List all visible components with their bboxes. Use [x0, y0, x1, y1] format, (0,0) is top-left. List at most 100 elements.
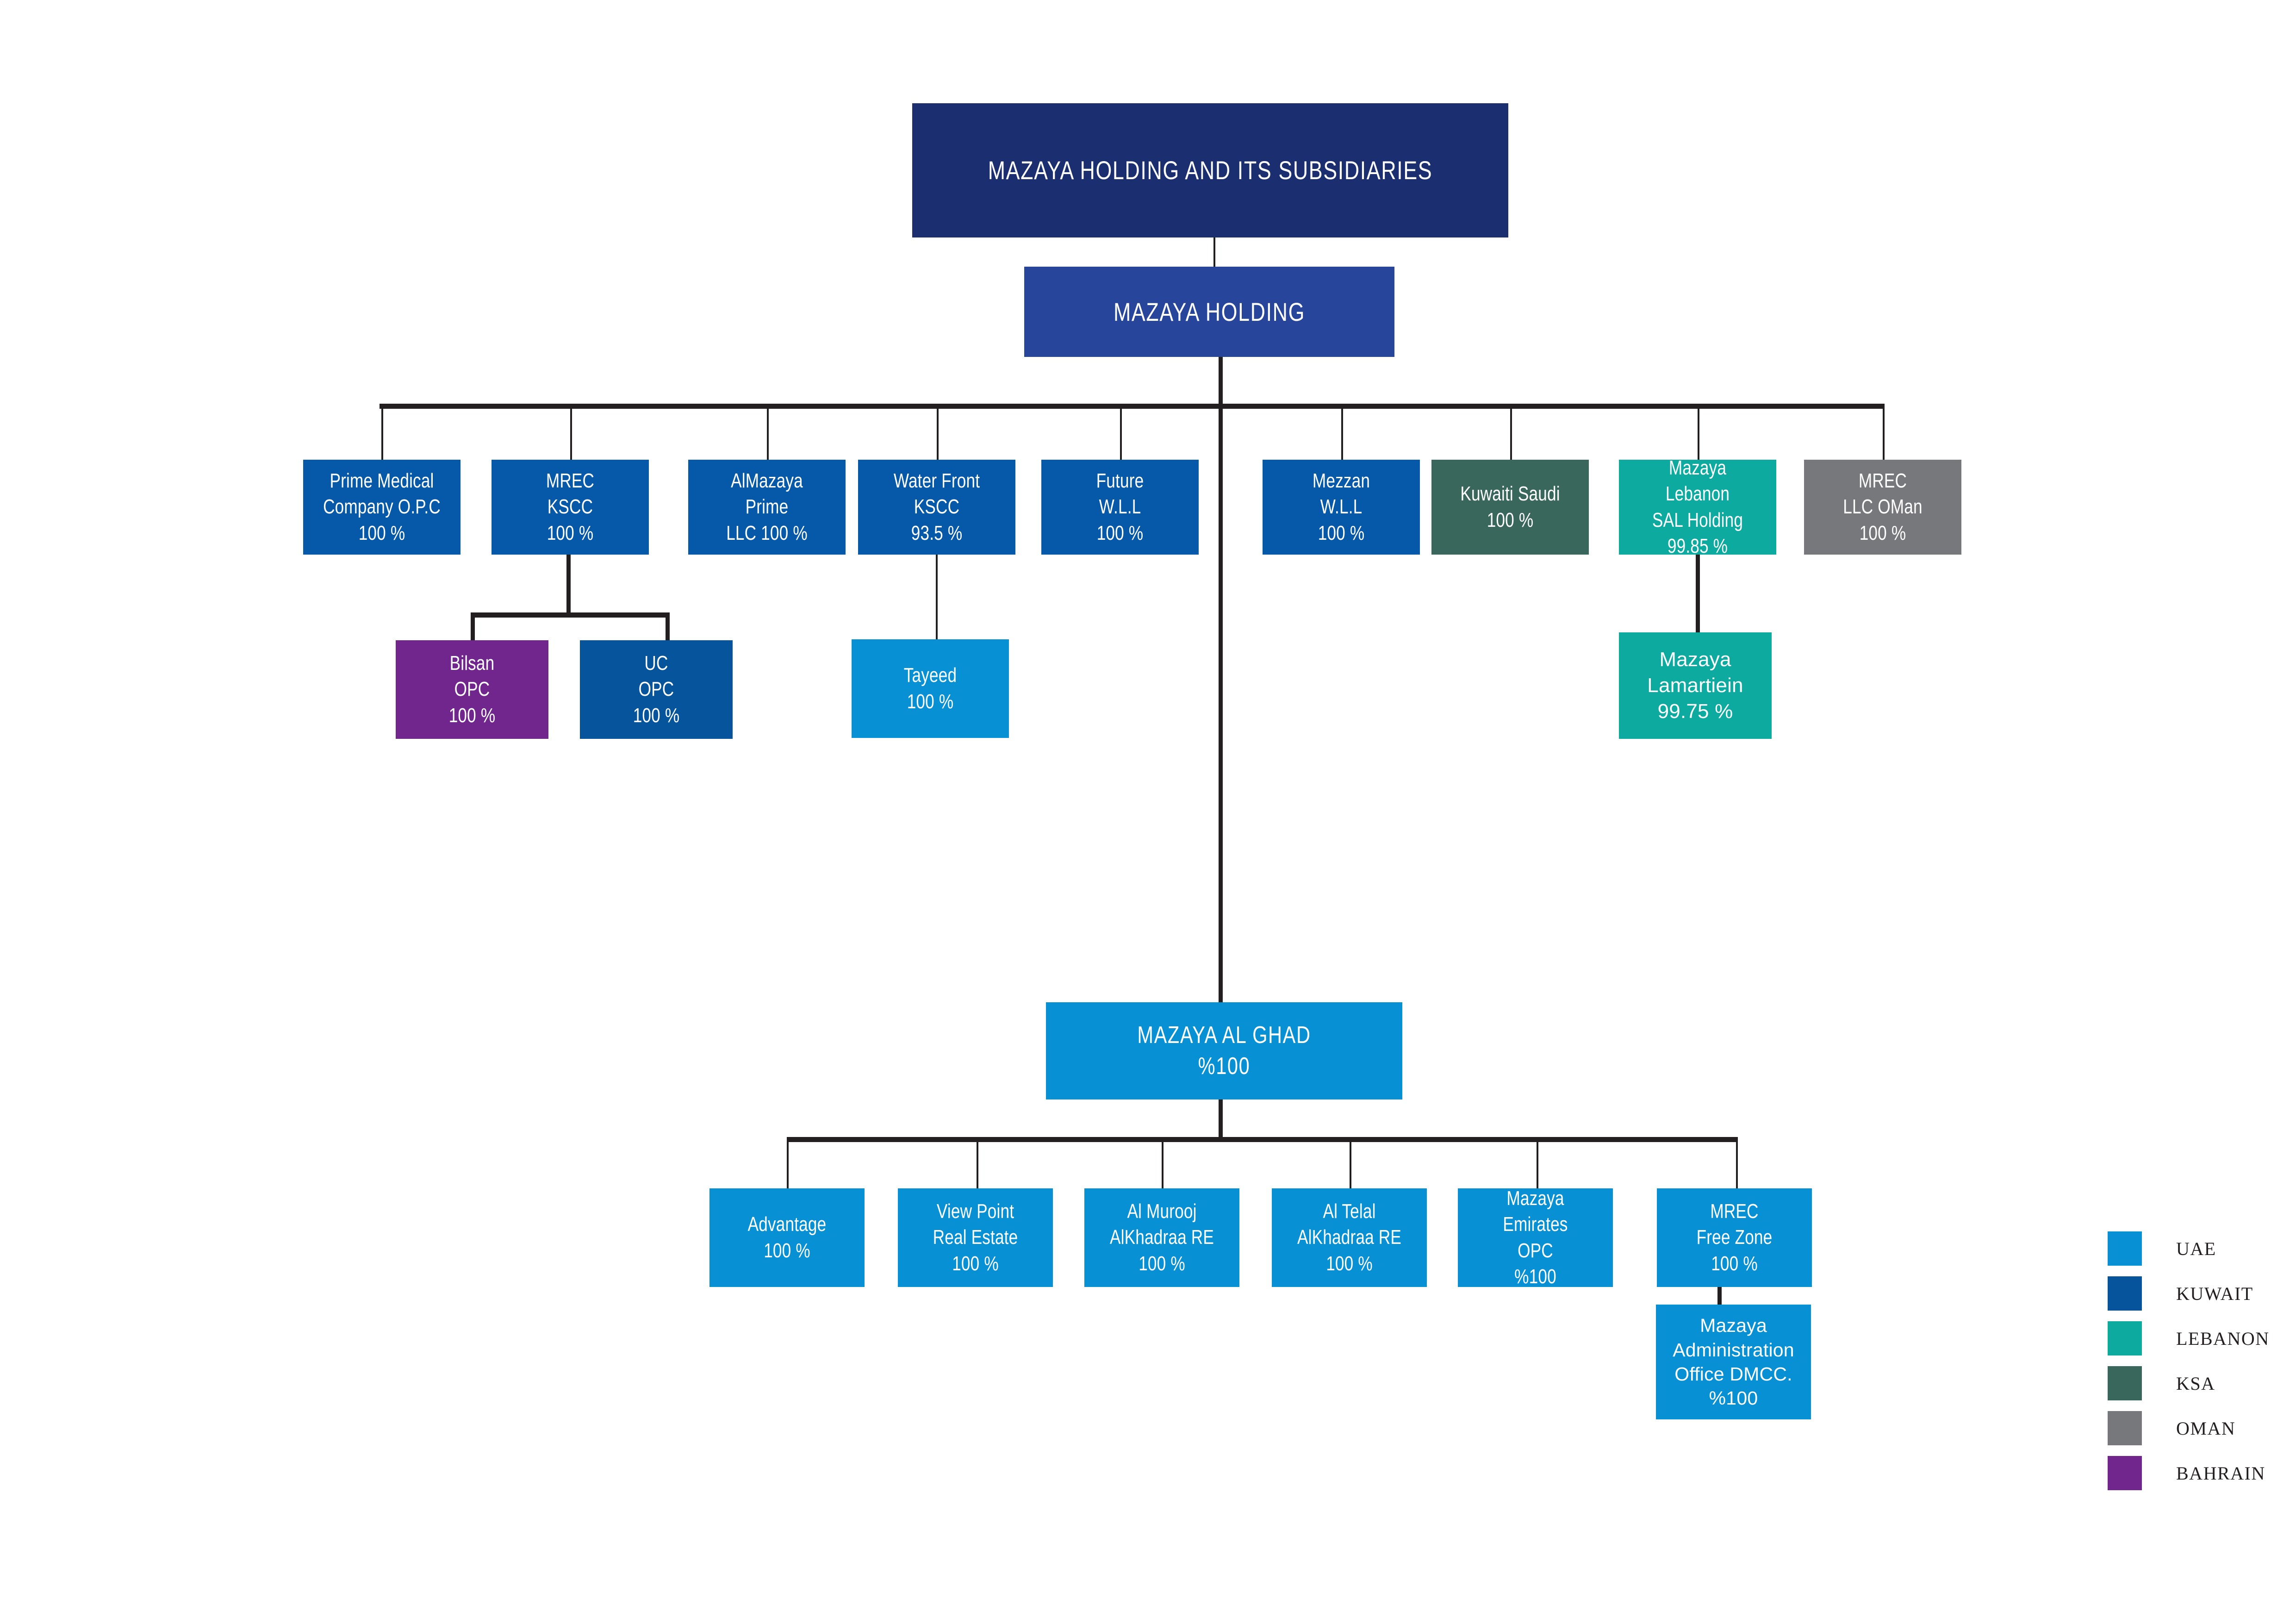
connector-stem-mazaya-lebanon — [1698, 409, 1699, 460]
node-mazaya-administration-office-line1: Mazaya — [1700, 1315, 1767, 1337]
node-prime-medical-line2: Company O.P.C — [323, 495, 441, 518]
node-mrec-kscc-line2: KSCC — [547, 495, 593, 518]
node-prime-medical-share: 100 % — [358, 521, 405, 544]
node-al-telal: Al Telal AlKhadraa RE 100 % — [1272, 1188, 1427, 1287]
node-tayeed-share: 100 % — [907, 690, 954, 713]
legend-item-ksa: KSA — [2108, 1366, 2215, 1400]
node-prime-medical-line1: Prime Medical — [330, 469, 434, 493]
node-advantage-line1: Advantage — [747, 1213, 827, 1236]
node-advantage-share: 100 % — [764, 1239, 810, 1262]
connector-holding-trunk — [1219, 357, 1223, 1002]
node-view-point-line2: Real Estate — [933, 1226, 1018, 1249]
node-al-murooj-line1: Al Murooj — [1127, 1200, 1197, 1223]
connector-ghad-bus — [787, 1137, 1738, 1142]
node-mazaya-lamartiein-line1: Mazaya — [1659, 648, 1731, 671]
node-almazaya-prime-line1: AlMazaya — [731, 469, 803, 493]
connector-stem-tayeed — [936, 555, 938, 639]
legend-label-lebanon: LEBANON — [2176, 1328, 2270, 1349]
connector-stem-prime-medical — [381, 409, 383, 460]
connector-stem-future — [1120, 409, 1122, 460]
node-mazaya-lamartiein-line2: Lamartiein — [1647, 674, 1743, 697]
connector-stem-uc — [666, 618, 670, 653]
node-mrec-free-zone: MREC Free Zone 100 % — [1657, 1188, 1812, 1287]
connector-stem-mazaya-admin — [1717, 1287, 1722, 1320]
connector-stem-water-front — [937, 409, 939, 460]
node-mazaya-emirates-line2: OPC — [1518, 1239, 1553, 1262]
legend-swatch-lebanon — [2108, 1321, 2142, 1355]
legend-swatch-kuwait — [2108, 1276, 2142, 1311]
node-tayeed-line1: Tayeed — [903, 664, 957, 687]
node-water-front-line2: KSCC — [914, 495, 960, 518]
node-uc-share: 100 % — [633, 704, 680, 727]
connector-stem-kuwaiti-saudi — [1510, 409, 1512, 460]
node-mrec-kscc-line1: MREC — [546, 469, 595, 493]
connector-stem-mazaya-lamartiein — [1696, 555, 1700, 633]
node-mazaya-lebanon: Mazaya Lebanon SAL Holding 99.85 % — [1619, 456, 1776, 557]
connector-stem-advantage — [787, 1142, 789, 1191]
node-mazaya-emirates-line1: Mazaya Emirates — [1503, 1187, 1568, 1236]
legend-item-lebanon: LEBANON — [2108, 1321, 2270, 1355]
node-mrec-oman-line1: MREC — [1858, 469, 1907, 493]
node-kuwaiti-saudi-share: 100 % — [1487, 508, 1534, 531]
node-uc-line1: UC — [644, 652, 668, 675]
node-mazaya-lebanon-share: 99.85 % — [1667, 534, 1728, 557]
node-mezzan-line2: W.L.L — [1320, 495, 1363, 518]
connector-stem-almazaya-prime — [767, 409, 769, 460]
legend-swatch-oman — [2108, 1411, 2142, 1445]
node-almazaya-prime-line2: Prime — [745, 495, 789, 518]
node-mrec-free-zone-share: 100 % — [1711, 1252, 1758, 1275]
legend-item-uae: UAE — [2108, 1231, 2216, 1266]
connector-stem-mezzan — [1341, 409, 1343, 460]
node-mazaya-lebanon-line2: SAL Holding — [1652, 508, 1743, 531]
legend-label-oman: OMAN — [2176, 1418, 2236, 1439]
node-mazaya-lebanon-line1: Mazaya Lebanon — [1665, 456, 1730, 506]
node-kuwaiti-saudi: Kuwaiti Saudi 100 % — [1431, 460, 1589, 555]
node-mrec-oman-share: 100 % — [1859, 521, 1906, 544]
node-al-murooj-line2: AlKhadraa RE — [1110, 1226, 1214, 1249]
node-future: Future W.L.L 100 % — [1041, 460, 1199, 555]
node-view-point-line1: View Point — [936, 1200, 1014, 1223]
connector-stem-bilsan — [471, 618, 475, 653]
node-future-line2: W.L.L — [1099, 495, 1141, 518]
node-almazaya-prime: AlMazaya Prime LLC 100 % — [688, 460, 846, 555]
node-mrec-oman: MREC LLC OMan 100 % — [1804, 460, 1961, 555]
node-bilsan-line1: Bilsan — [449, 652, 495, 675]
node-mazaya-al-ghad: MAZAYA AL GHAD %100 — [1046, 1002, 1402, 1099]
node-mezzan-share: 100 % — [1318, 521, 1365, 544]
node-mezzan-line1: Mezzan — [1312, 469, 1370, 493]
node-prime-medical: Prime Medical Company O.P.C 100 % — [303, 460, 460, 555]
node-water-front-line1: Water Front — [893, 469, 980, 493]
legend-label-kuwait: KUWAIT — [2176, 1283, 2253, 1304]
connector-mrec-kscc-drop — [566, 555, 571, 615]
node-title: MAZAYA HOLDING AND ITS SUBSIDIARIES — [912, 103, 1508, 237]
legend-item-kuwait: KUWAIT — [2108, 1276, 2253, 1311]
node-mazaya-administration-office-share: %100 — [1709, 1387, 1758, 1409]
node-water-front-share: 93.5 % — [911, 521, 963, 544]
node-mezzan: Mezzan W.L.L 100 % — [1263, 460, 1420, 555]
connector-stem-mrec-oman — [1883, 409, 1885, 460]
connector-ghad-trunk — [1219, 1099, 1223, 1139]
legend: UAE KUWAIT LEBANON KSA OMAN BAHRAIN — [2108, 1231, 2293, 1537]
node-bilsan-line2: OPC — [454, 678, 490, 701]
legend-label-bahrain: BAHRAIN — [2176, 1462, 2265, 1484]
node-mazaya-emirates: Mazaya Emirates OPC %100 — [1458, 1187, 1613, 1288]
legend-swatch-ksa — [2108, 1366, 2142, 1400]
node-al-murooj-share: 100 % — [1139, 1252, 1185, 1275]
connector-mrec-kscc-bus — [471, 612, 670, 618]
node-advantage: Advantage 100 % — [709, 1188, 865, 1287]
node-mrec-kscc-share: 100 % — [547, 521, 594, 544]
node-mazaya-holding-label: MAZAYA HOLDING — [1113, 297, 1306, 326]
node-water-front: Water Front KSCC 93.5 % — [858, 460, 1015, 555]
node-al-telal-line1: Al Telal — [1323, 1200, 1376, 1223]
node-bilsan: Bilsan OPC 100 % — [396, 640, 548, 739]
connector-stem-view-point — [977, 1142, 978, 1191]
node-mazaya-holding: MAZAYA HOLDING — [1024, 267, 1394, 357]
node-al-murooj: Al Murooj AlKhadraa RE 100 % — [1084, 1188, 1239, 1287]
node-almazaya-prime-share: LLC 100 % — [726, 521, 808, 544]
node-title-label: MAZAYA HOLDING AND ITS SUBSIDIARIES — [988, 156, 1433, 185]
connector-tier1-bus — [380, 404, 1885, 409]
node-mrec-oman-line2: LLC OMan — [1843, 495, 1923, 518]
connector-stem-mazaya-emirates — [1537, 1142, 1538, 1191]
node-tayeed: Tayeed 100 % — [852, 639, 1009, 738]
